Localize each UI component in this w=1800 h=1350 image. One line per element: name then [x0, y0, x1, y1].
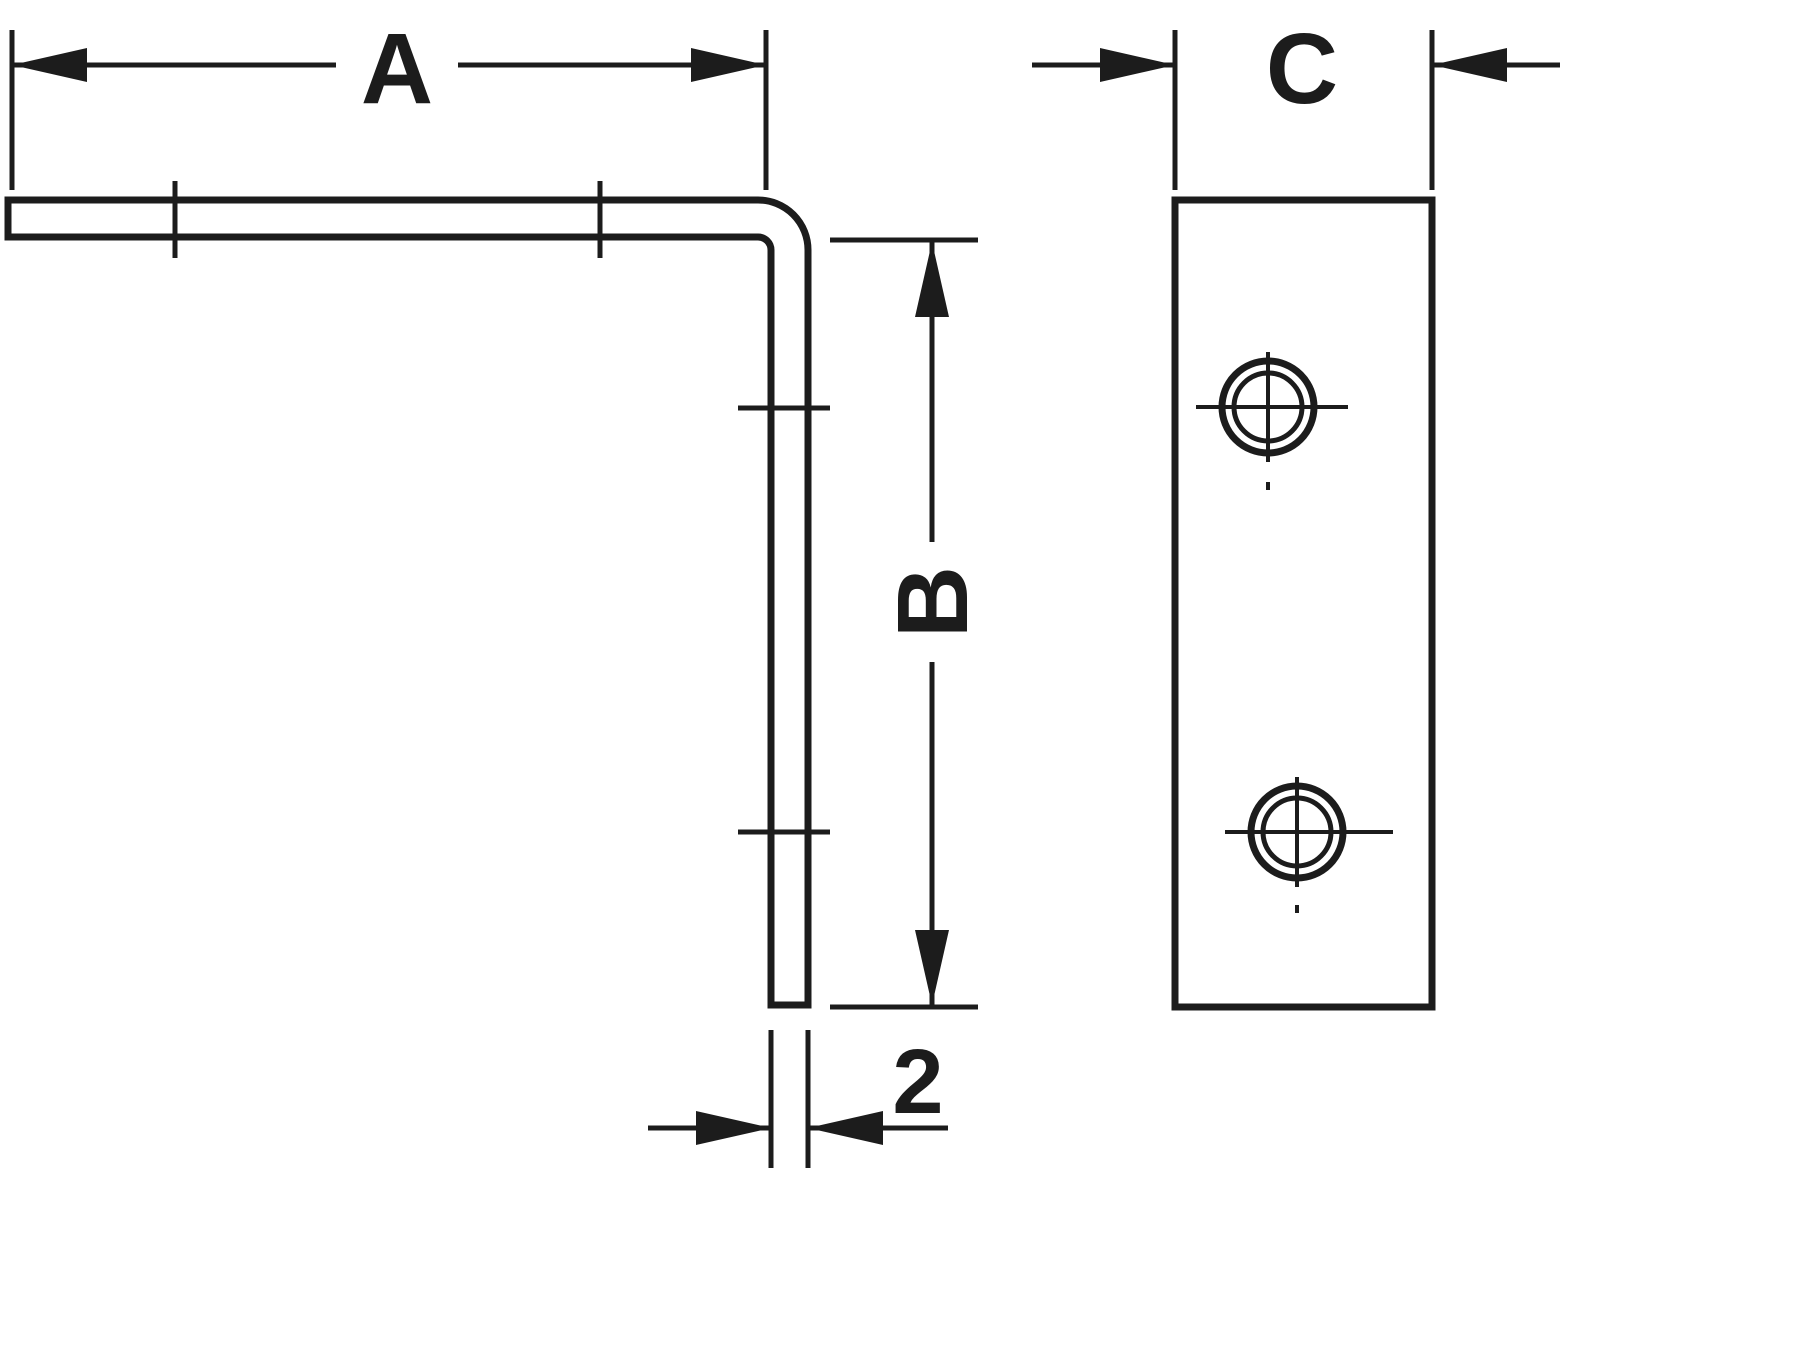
- arrowhead-left: [1432, 48, 1507, 82]
- plate-outline: [1171, 196, 1436, 1011]
- arrowhead-right: [691, 48, 766, 82]
- dimension-a: A: [9, 13, 769, 190]
- side-view: A B 2: [4, 13, 989, 1168]
- arrowhead-left: [808, 1111, 883, 1145]
- dimension-b-label: B: [877, 566, 989, 638]
- dimension-c: C: [1032, 13, 1560, 190]
- arrowhead-left: [12, 48, 87, 82]
- bracket-outline: [4, 196, 812, 1009]
- dimension-thickness-label: 2: [892, 1031, 943, 1133]
- dimension-thickness: 2: [648, 1030, 948, 1168]
- arrowhead-up: [915, 242, 949, 317]
- arrowhead-right: [1100, 48, 1175, 82]
- hole-top: [1196, 352, 1348, 490]
- dimension-c-label: C: [1266, 13, 1338, 125]
- front-view: C: [1032, 13, 1560, 1011]
- dimension-b: B: [830, 237, 989, 1010]
- dimension-a-label: A: [361, 13, 433, 125]
- arrowhead-down: [915, 930, 949, 1005]
- hole-bottom: [1225, 777, 1393, 913]
- arrowhead-right: [696, 1111, 771, 1145]
